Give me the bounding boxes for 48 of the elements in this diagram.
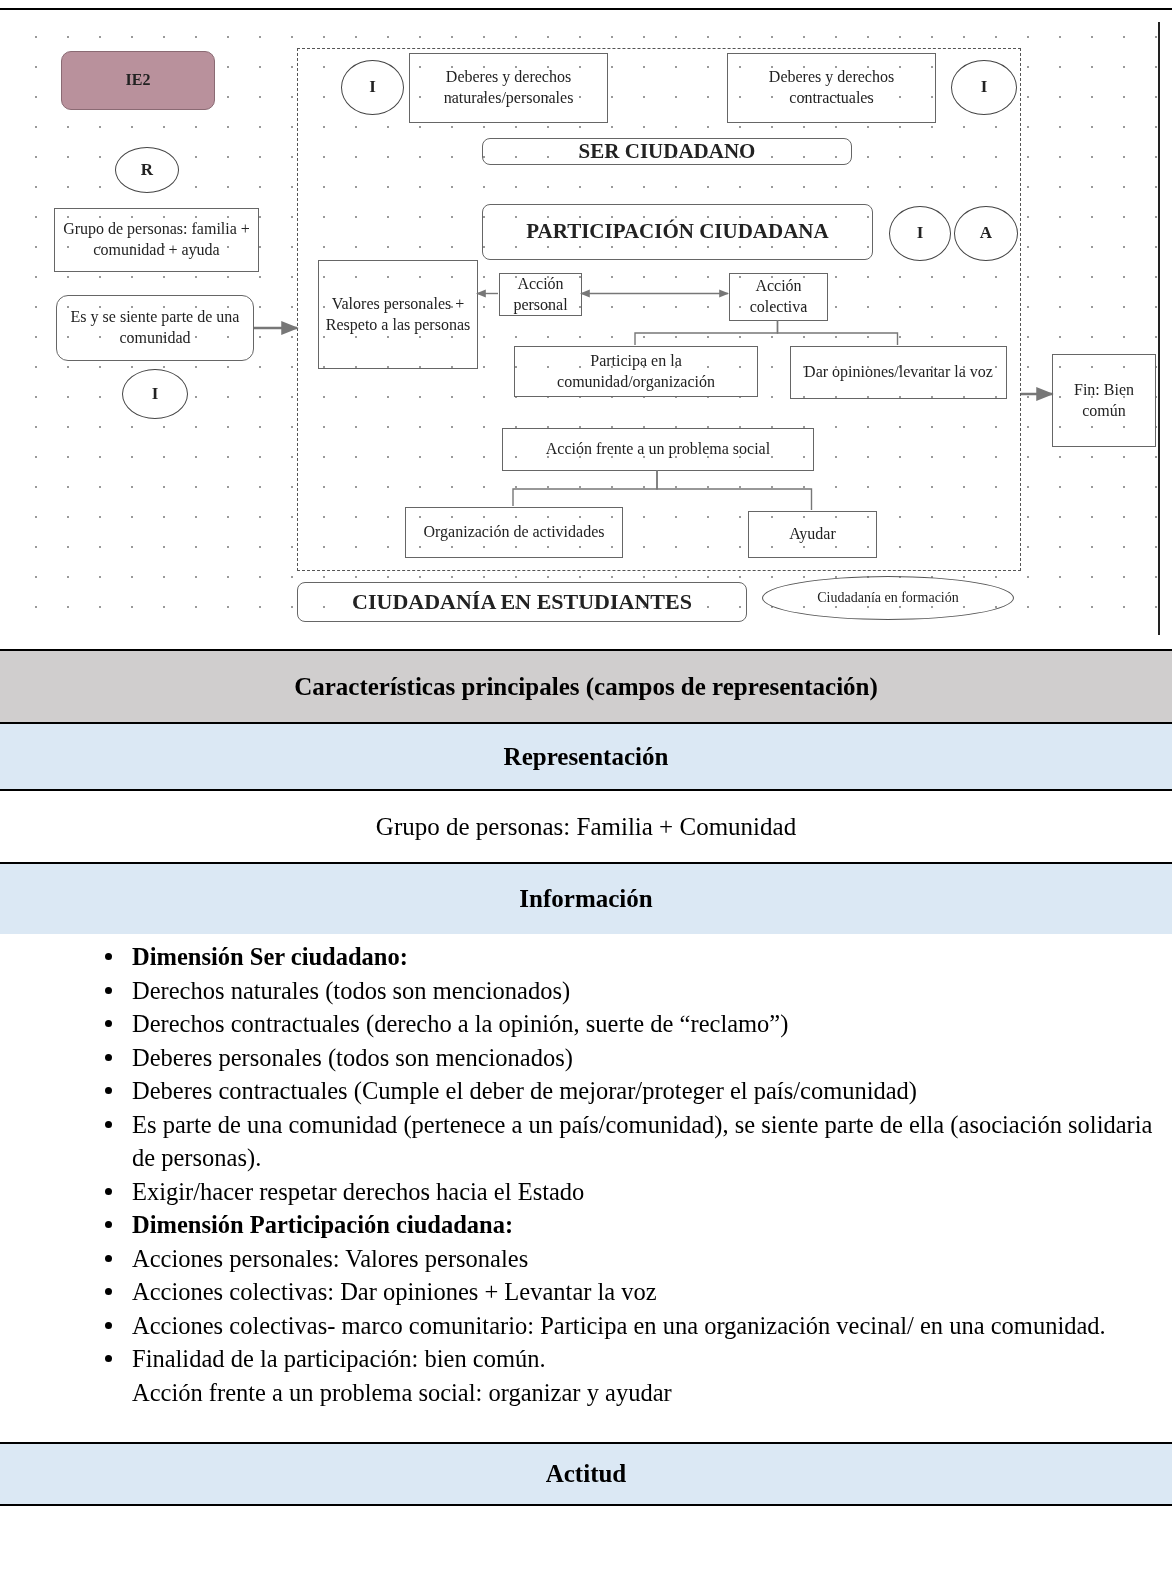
bullet-text: Acciones colectivas: Dar opiniones + Levantar la voz — [132, 1278, 657, 1305]
table-header: Actitud — [0, 1444, 1172, 1504]
bullet-text: Deberes personales (todos son mencionados) — [132, 1043, 573, 1071]
bullet-text: Acciones personales: Valores personales — [132, 1244, 529, 1272]
text-box: Grupo de personas: familia + comunidad + ayuda — [54, 208, 259, 272]
text-box: Deberes y derechos contractuales — [727, 53, 936, 123]
text-box: Valores personales + Respeto a las personas — [318, 260, 478, 369]
bullet-text: Dimensión Participación ciudadana: — [132, 1211, 514, 1238]
arrow — [254, 321, 299, 335]
arrow — [476, 289, 499, 298]
text-box: Acción personal — [499, 273, 582, 316]
table-header: Características principales (campos de representación) — [0, 651, 1172, 722]
text-box: Organización de actividades — [405, 507, 623, 558]
heading-box: CIUDADANÍA EN ESTUDIANTES — [297, 582, 747, 622]
letter-circle: R — [115, 147, 179, 193]
table-header: Información — [0, 864, 1172, 934]
connector-line — [656, 469, 813, 511]
heading-box: SER CIUDADANO — [482, 138, 852, 165]
arrow — [580, 289, 729, 298]
letter-circle: I — [341, 60, 404, 115]
label-box: IE2 — [61, 51, 215, 110]
bullet-text: Es parte de una comunidad (pertenece a un país/comunidad), se siente parte de ella (asociación solidaria de personas). — [132, 1110, 1153, 1171]
text-box: Dar opiniones/levantar la voz — [790, 346, 1007, 399]
bullet-text: Deberes contractuales (Cumple el deber de mejorar/proteger el país/comunidad) — [132, 1077, 918, 1104]
bullet-text: Exigir/hacer respetar derechos hacia el Estado — [132, 1177, 585, 1205]
dashed-frame — [297, 48, 1021, 571]
body-text: Acción frente a un problema social: organizar y ayudar — [132, 1377, 672, 1408]
bullet-text: Finalidad de la participación: bien común. — [132, 1345, 546, 1372]
text-box: Deberes y derechos naturales/personales — [409, 53, 608, 123]
bullet-text: Derechos naturales (todos son mencionados) — [132, 976, 571, 1004]
rounded-text-box: Es y se siente parte de una comunidad — [56, 295, 254, 361]
arrow — [1021, 387, 1054, 401]
text-box: Participa en la comunidad/organización — [514, 346, 758, 397]
letter-circle: I — [122, 369, 188, 419]
letter-circle: I — [951, 60, 1017, 115]
table-header: Representación — [0, 724, 1172, 789]
bullet-text: Acciones colectivas- marco comunitario: Participa en una organización vecinal/ en una comunidad. — [132, 1311, 1106, 1339]
text-box: Acción frente a un problema social — [502, 428, 814, 471]
bullet-text: Dimensión Ser ciudadano: — [132, 943, 408, 970]
text-box: Ayudar — [748, 511, 877, 558]
text-box: Fin: Bien común — [1052, 354, 1156, 447]
text-box: Acción colectiva — [729, 273, 828, 321]
bullet-text: Derechos contractuales (derecho a la opinión, suerte de “reclamo”) — [132, 1010, 789, 1037]
table-cell-text: Grupo de personas: Familia + Comunidad — [374, 811, 798, 842]
heading-box: PARTICIPACIÓN CIUDADANA — [482, 204, 873, 260]
connector-line — [776, 319, 899, 346]
letter-circle: I — [889, 206, 951, 261]
letter-circle: A — [954, 206, 1018, 261]
